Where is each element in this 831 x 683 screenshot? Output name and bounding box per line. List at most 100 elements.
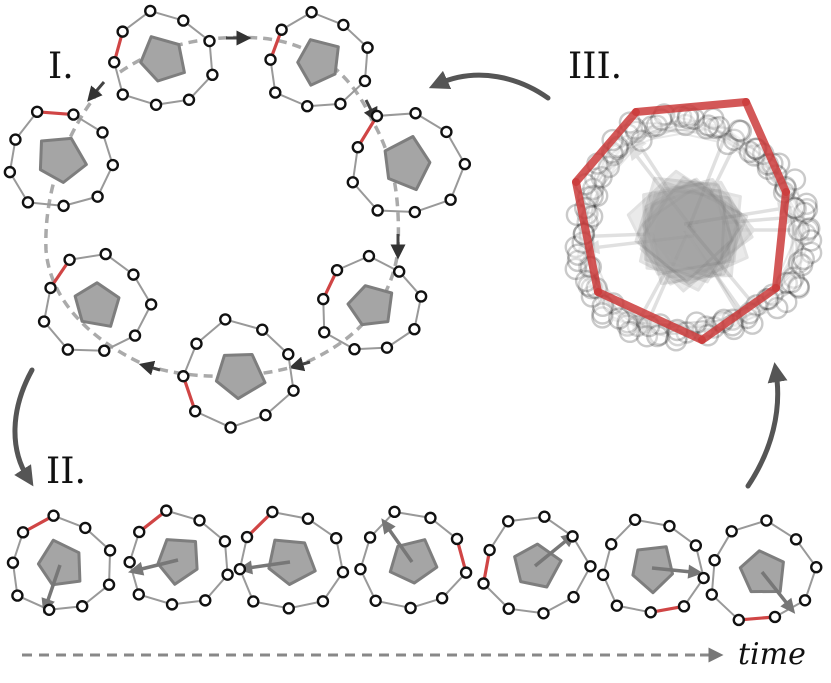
ring-edge xyxy=(790,207,796,283)
ring-node xyxy=(144,298,158,311)
overlay-red-edge xyxy=(632,98,750,116)
ring-node xyxy=(233,562,247,576)
ring-node xyxy=(685,311,708,334)
ring-edge xyxy=(352,181,379,212)
motion-arrow-icon xyxy=(633,137,695,229)
ring-node xyxy=(716,132,739,156)
ring-node xyxy=(116,88,129,101)
ring-node xyxy=(132,588,145,601)
ring-node xyxy=(351,141,365,154)
ring-node xyxy=(346,176,359,189)
ring-node xyxy=(160,504,173,517)
pentagon-shape xyxy=(346,284,394,327)
ring-node xyxy=(584,560,597,573)
motion-arrowhead-icon xyxy=(628,144,643,162)
ring-group xyxy=(264,6,374,113)
ring-node xyxy=(799,229,823,252)
ring-node xyxy=(42,603,56,616)
ring-node xyxy=(37,315,51,328)
ring-node xyxy=(275,23,288,36)
ring-edge xyxy=(687,114,758,150)
ring-edge xyxy=(575,214,590,286)
motion-arrowhead-icon xyxy=(717,124,731,142)
ring-node xyxy=(106,158,120,172)
ring-node xyxy=(348,343,361,356)
ring-node xyxy=(424,511,437,525)
ring-node xyxy=(697,114,720,137)
ring-node xyxy=(44,281,57,295)
time-axis-label: time xyxy=(738,637,806,672)
motion-arrowhead-icon xyxy=(731,125,745,142)
motion-arrow-icon xyxy=(690,215,797,228)
pentagon-shape xyxy=(643,188,749,286)
ring-node xyxy=(618,320,642,344)
ring-node xyxy=(371,204,384,217)
motion-arrowhead-icon xyxy=(734,313,749,330)
ring-node xyxy=(596,568,610,582)
ring-edge xyxy=(376,112,416,117)
pentagon-shape xyxy=(296,38,340,87)
ring-node xyxy=(67,108,80,121)
ring-node xyxy=(149,98,163,111)
ring-edge xyxy=(449,163,466,201)
ring-node xyxy=(591,302,614,325)
ring-group xyxy=(572,108,815,342)
ring-node xyxy=(318,326,331,339)
ring-node xyxy=(567,590,580,604)
ring-edge xyxy=(684,123,755,157)
ring-node xyxy=(380,341,394,354)
ring-node xyxy=(435,592,449,605)
ring-node xyxy=(584,167,607,190)
ring-node xyxy=(16,526,30,539)
ring-node xyxy=(96,126,109,139)
ring-node xyxy=(787,276,811,299)
cycle-arrowhead-icon xyxy=(288,356,311,372)
ring-node xyxy=(123,555,136,569)
ring-group xyxy=(3,105,120,213)
overlay-red-edge xyxy=(772,188,790,292)
overlay-red-edge xyxy=(572,108,640,186)
ring-edge xyxy=(693,117,764,155)
ring-node xyxy=(361,41,374,54)
pentagon-shape xyxy=(644,178,742,276)
ring-node xyxy=(240,530,254,544)
ring-node xyxy=(789,533,803,546)
pentagon-shape xyxy=(637,181,732,286)
pentagon-shape xyxy=(36,538,82,587)
ring-node xyxy=(582,177,605,201)
ring-group xyxy=(177,313,300,434)
ring-node xyxy=(247,595,260,608)
ring-edge xyxy=(592,128,637,190)
ring-node xyxy=(798,594,812,607)
ring-node xyxy=(193,514,206,527)
ring-node xyxy=(458,157,472,171)
ring-edge xyxy=(596,118,662,165)
ring-node xyxy=(76,600,89,613)
ring-node xyxy=(795,198,819,221)
ring-node xyxy=(450,532,464,546)
ring-node xyxy=(218,535,232,548)
ring-node xyxy=(188,405,202,418)
ring-node xyxy=(626,314,649,338)
stage-one-rings xyxy=(3,4,472,434)
pentagon-shape xyxy=(642,181,742,284)
ring-node xyxy=(705,588,718,601)
ring-edge xyxy=(591,146,619,217)
stage-one-label: I. xyxy=(48,46,74,87)
cycle-arrowhead-icon xyxy=(138,360,161,376)
ring-node xyxy=(674,113,697,137)
ring-node xyxy=(708,553,721,567)
ring-node xyxy=(334,97,347,111)
pentagon-shape xyxy=(651,180,754,276)
ring-edge xyxy=(600,124,658,178)
ring-node xyxy=(741,312,764,335)
pentagon-shape xyxy=(648,178,756,279)
ring-edge xyxy=(707,124,769,166)
ring-node xyxy=(725,525,738,538)
ring-edge xyxy=(680,115,751,153)
ring-node xyxy=(444,193,457,206)
ring-node xyxy=(177,370,190,383)
ring-node xyxy=(99,247,112,261)
ring-edge xyxy=(687,117,757,150)
